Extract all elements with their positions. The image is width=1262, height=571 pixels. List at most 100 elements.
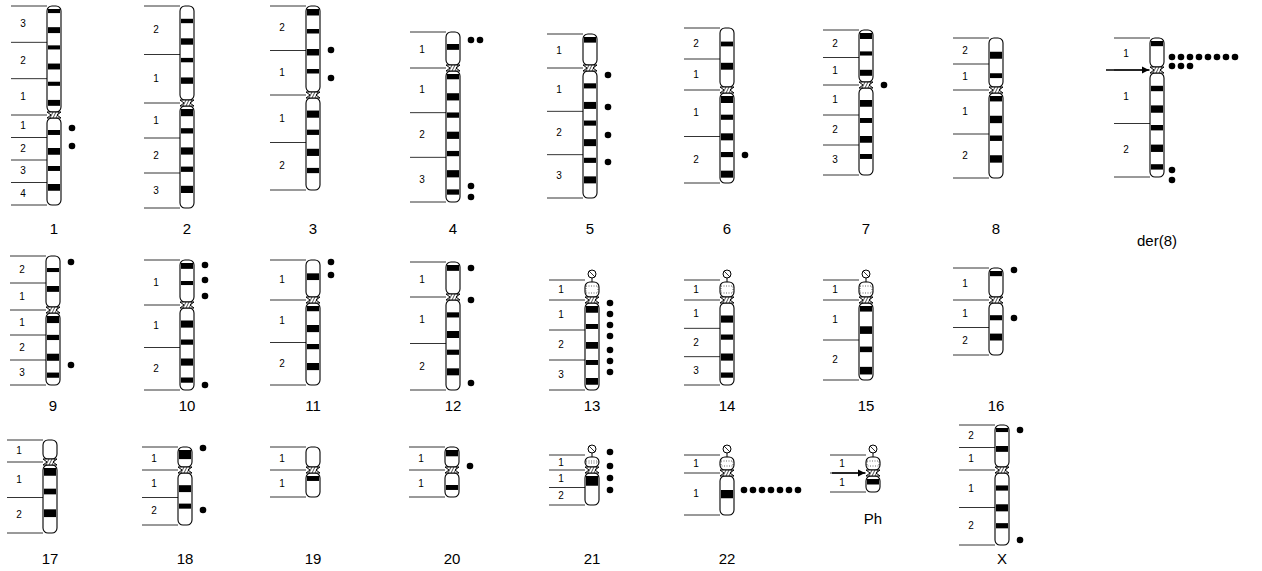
centromere-hatch	[594, 297, 597, 303]
centromere	[866, 470, 880, 476]
band-rule	[10, 335, 46, 336]
band-rule	[11, 6, 47, 7]
region-number: 1	[839, 459, 845, 469]
band-rule	[549, 360, 585, 361]
band-rule	[823, 300, 859, 301]
band-rule	[270, 300, 306, 301]
dark-band	[860, 70, 872, 76]
dark-band	[721, 171, 733, 178]
band-rule	[549, 487, 585, 488]
dark-band	[860, 118, 872, 123]
band-rule	[409, 447, 445, 448]
band-rule	[959, 425, 995, 426]
dark-band	[996, 523, 1008, 528]
centromere-hatch	[998, 467, 1001, 473]
dark-band	[307, 325, 319, 332]
centromere-hatch	[309, 467, 312, 473]
band-rule	[549, 470, 585, 471]
dark-band	[181, 147, 193, 154]
chromosome-outline	[306, 260, 320, 297]
dark-band	[1151, 145, 1163, 152]
satellite-mark	[870, 446, 876, 452]
band-rule	[684, 356, 720, 357]
band-rule	[410, 343, 446, 344]
region-number: 2	[419, 362, 425, 372]
centromere-hatch	[729, 470, 732, 476]
marker-dot	[202, 382, 209, 389]
region-number: 1	[962, 107, 968, 117]
dark-band	[860, 367, 872, 375]
dark-band	[447, 350, 459, 355]
centromere	[445, 467, 459, 473]
dark-band	[990, 116, 1002, 123]
centromere-hatch	[455, 65, 458, 71]
region-number: 1	[418, 479, 424, 489]
chromosome-outline	[46, 313, 60, 385]
dark-band	[447, 170, 459, 177]
band-rule	[144, 173, 180, 174]
band-rule	[830, 492, 866, 493]
band-rule	[11, 78, 47, 79]
centromere-hatch	[995, 297, 998, 303]
dark-band	[307, 49, 319, 56]
chromosome-name: 9	[49, 398, 57, 413]
dark-band	[181, 167, 193, 172]
chromosome-arm	[1150, 73, 1164, 177]
band-rule	[270, 447, 306, 448]
dark-band	[48, 45, 60, 49]
dark-band	[48, 27, 60, 33]
chromosome-name: 13	[584, 398, 601, 413]
chromosome-outline	[720, 457, 734, 470]
chromosome-name: 6	[723, 221, 731, 236]
region-number: 1	[962, 279, 968, 289]
dark-band	[307, 9, 319, 16]
chromosome-outline	[180, 106, 194, 208]
chromosome-outline	[859, 303, 873, 380]
band-rule	[142, 447, 178, 448]
chromosome-ideogram	[547, 34, 611, 198]
chromosome-outline	[178, 447, 192, 467]
marker-dot	[1223, 54, 1230, 61]
band-rule	[823, 340, 859, 341]
dark-band	[446, 485, 458, 490]
region-number: 1	[832, 66, 838, 76]
dark-band	[867, 479, 879, 485]
dark-band	[48, 64, 60, 70]
dark-band	[721, 373, 733, 378]
dark-band	[307, 363, 319, 370]
marker-dot	[1169, 54, 1176, 61]
chromosome-arm	[720, 28, 734, 87]
chromosome-arm	[178, 473, 192, 525]
band-rule	[684, 183, 720, 184]
centromere-hatch	[49, 307, 52, 313]
chromosome-arm	[180, 308, 194, 390]
band-rule	[684, 515, 720, 516]
chromosome-outline	[720, 93, 734, 183]
marker-dot	[1178, 54, 1185, 61]
marker-dot	[328, 75, 335, 82]
centromere-hatch	[865, 297, 868, 303]
region-number: 1	[693, 459, 699, 469]
centromere	[446, 294, 460, 300]
centromere-hatch	[1004, 467, 1007, 473]
chromosome-ideogram	[409, 447, 473, 497]
region-number: 1	[962, 309, 968, 319]
centromere	[180, 100, 194, 106]
dark-band	[307, 149, 319, 156]
centromere	[989, 297, 1003, 303]
region-number: 1	[558, 285, 564, 295]
chromosome-arm	[180, 260, 194, 302]
dark-band	[181, 58, 193, 62]
satellite-mark	[589, 271, 595, 277]
centromere-hatch	[862, 297, 865, 303]
band-rule	[823, 175, 859, 176]
band-rule	[144, 6, 180, 7]
chromosome-ideogram	[823, 270, 873, 380]
band-rule	[410, 157, 446, 158]
marker-dot	[468, 380, 475, 387]
region-number: 2	[1123, 145, 1129, 155]
marker-dot	[328, 272, 335, 279]
region-number: 1	[151, 479, 157, 489]
centromere-hatch	[46, 459, 49, 465]
